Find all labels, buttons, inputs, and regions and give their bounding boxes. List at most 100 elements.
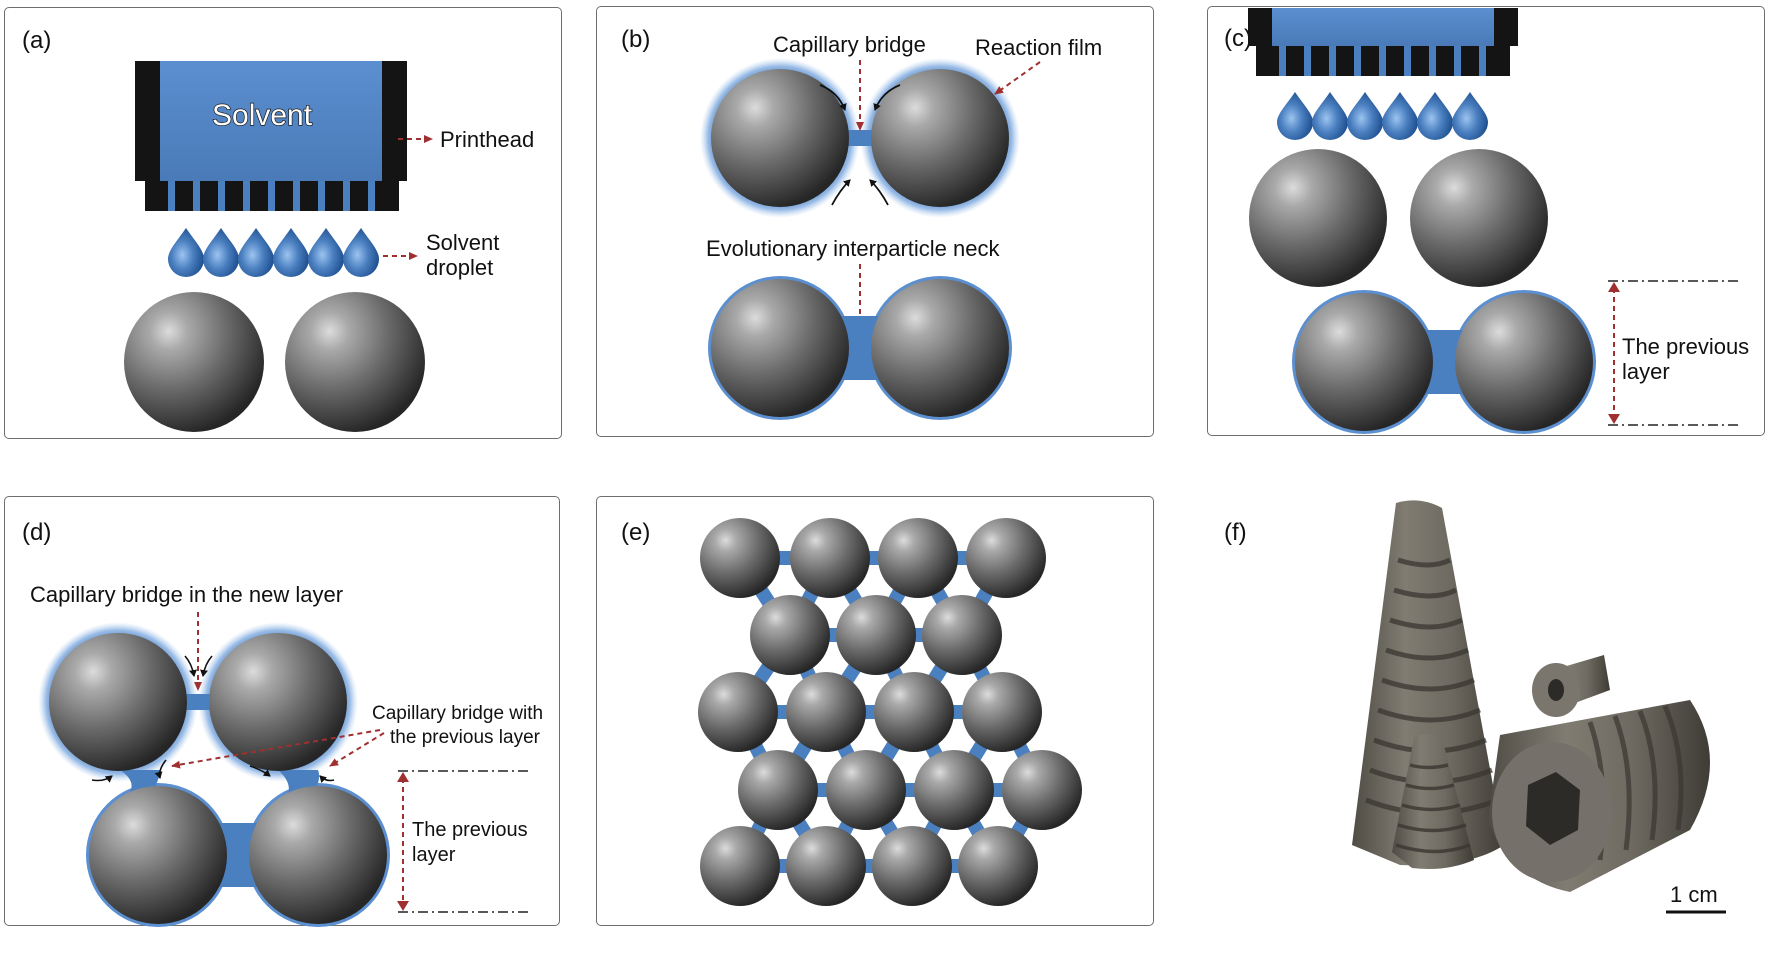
implant-photo-icon bbox=[1352, 500, 1504, 866]
flow-arrow-icon bbox=[184, 655, 197, 677]
sphere-icon bbox=[786, 672, 866, 752]
sphere-icon bbox=[1002, 750, 1082, 830]
sphere-icon bbox=[958, 826, 1038, 906]
prev-layer-label-line1: The previous bbox=[1622, 334, 1749, 359]
capillary-bridge-shape bbox=[182, 694, 214, 710]
flow-arrow-icon bbox=[819, 84, 847, 111]
flow-arrow-icon bbox=[831, 179, 851, 206]
sphere-icon bbox=[700, 518, 780, 598]
sphere-icon bbox=[790, 518, 870, 598]
implant-photo-icon bbox=[1392, 734, 1474, 869]
panel-c-label: (c) bbox=[1224, 25, 1252, 52]
bridge-prev-arrow-icon bbox=[329, 732, 385, 767]
panel-b-content: (b) Capillary bridge Reaction film Evolu… bbox=[621, 26, 1102, 420]
implant-photo-icon bbox=[1488, 700, 1710, 892]
neck-label: Evolutionary interparticle neck bbox=[706, 236, 1000, 261]
sphere-icon bbox=[871, 69, 1009, 207]
sphere-icon bbox=[872, 826, 952, 906]
panel-a-label: (a) bbox=[22, 27, 51, 54]
sphere-icon bbox=[700, 826, 780, 906]
droplet-label-line1: Solvent bbox=[426, 230, 499, 255]
panel-f-content: (f) bbox=[1224, 500, 1726, 914]
panel-c-content: (c) bbox=[1224, 8, 1749, 434]
sphere-icon bbox=[966, 518, 1046, 598]
droplet-icon bbox=[203, 228, 239, 277]
printhead-label: Printhead bbox=[440, 127, 534, 152]
sphere-icon bbox=[49, 633, 187, 771]
prev-layer-label-line2: layer bbox=[412, 844, 456, 866]
flow-arrow-icon bbox=[869, 179, 889, 206]
prev-layer-label-line1: The previous bbox=[412, 819, 528, 841]
panel-e-label: (e) bbox=[621, 519, 650, 546]
sphere-icon bbox=[738, 750, 818, 830]
flow-arrow-icon bbox=[154, 759, 167, 779]
droplet-label-line2: droplet bbox=[426, 255, 493, 280]
panel-b-label: (b) bbox=[621, 26, 650, 53]
flow-arrow-icon bbox=[249, 765, 271, 777]
sphere-icon bbox=[711, 69, 849, 207]
panel-a-content: (a) Solvent Printhead S bbox=[22, 27, 534, 432]
sphere-icon bbox=[89, 786, 227, 924]
sphere-icon bbox=[962, 672, 1042, 752]
droplet-icon bbox=[1382, 92, 1418, 140]
arrow-icon bbox=[397, 772, 409, 782]
sphere-icon bbox=[698, 672, 778, 752]
droplet-icon bbox=[1347, 92, 1383, 140]
flow-arrow-icon bbox=[200, 655, 213, 677]
droplet-icon bbox=[168, 228, 204, 277]
scale-label: 1 cm bbox=[1670, 882, 1718, 907]
bridge-new-label: Capillary bridge in the new layer bbox=[30, 582, 343, 607]
sphere-icon bbox=[871, 279, 1009, 417]
sphere-icon bbox=[836, 595, 916, 675]
droplet-icon bbox=[273, 228, 309, 277]
sphere-icon bbox=[124, 292, 264, 432]
sphere-icon bbox=[826, 750, 906, 830]
sphere-icon bbox=[750, 595, 830, 675]
sphere-icon bbox=[1295, 293, 1433, 431]
bridge-prev-arrow-icon bbox=[171, 729, 381, 769]
sphere-icon bbox=[786, 826, 866, 906]
flow-arrow-icon bbox=[91, 775, 113, 783]
sphere-icon bbox=[914, 750, 994, 830]
sphere-icon bbox=[1410, 149, 1548, 287]
panel-d-content: (d) Capillary bridge in the new layer Ca… bbox=[22, 519, 543, 927]
droplet-row-a bbox=[168, 228, 379, 277]
sphere-icon bbox=[209, 633, 347, 771]
droplet-icon bbox=[238, 228, 274, 277]
panel-d-label: (d) bbox=[22, 519, 51, 546]
sphere-icon bbox=[878, 518, 958, 598]
panel-e-content: (e) bbox=[621, 518, 1082, 906]
sphere-icon bbox=[874, 672, 954, 752]
droplet-icon bbox=[308, 228, 344, 277]
arrow-icon bbox=[397, 901, 409, 911]
printhead-icon bbox=[1248, 8, 1518, 76]
droplet-icon bbox=[1312, 92, 1348, 140]
panel-f-label: (f) bbox=[1224, 519, 1247, 546]
solvent-text: Solvent bbox=[212, 99, 313, 132]
sphere-icon bbox=[285, 292, 425, 432]
bridge-prev-label-line2: the previous layer bbox=[390, 727, 541, 748]
droplet-icon bbox=[1277, 92, 1313, 140]
reaction-film-arrow-icon bbox=[994, 61, 1041, 95]
flow-arrow-icon bbox=[873, 84, 901, 111]
packing-spheres bbox=[698, 518, 1082, 906]
droplet-icon bbox=[1452, 92, 1488, 140]
sphere-icon bbox=[922, 595, 1002, 675]
droplet-icon bbox=[1417, 92, 1453, 140]
arrow-icon bbox=[1608, 414, 1620, 424]
bridge-prev-label-line1: Capillary bridge with bbox=[372, 703, 543, 724]
sphere-icon bbox=[1249, 149, 1387, 287]
arrow-icon bbox=[1608, 282, 1620, 292]
printhead-icon bbox=[135, 61, 407, 211]
capillary-bridge-label: Capillary bridge bbox=[773, 32, 926, 57]
prev-layer-label-line2: layer bbox=[1622, 359, 1670, 384]
implant-photo-icon bbox=[1532, 655, 1610, 717]
flow-arrow-icon bbox=[319, 775, 335, 784]
sphere-icon bbox=[1455, 293, 1593, 431]
capillary-bridge-shape bbox=[844, 130, 876, 146]
droplet-icon bbox=[343, 228, 379, 277]
sphere-icon bbox=[249, 786, 387, 924]
droplet-row-c bbox=[1277, 92, 1488, 140]
reaction-film-label: Reaction film bbox=[975, 35, 1102, 60]
